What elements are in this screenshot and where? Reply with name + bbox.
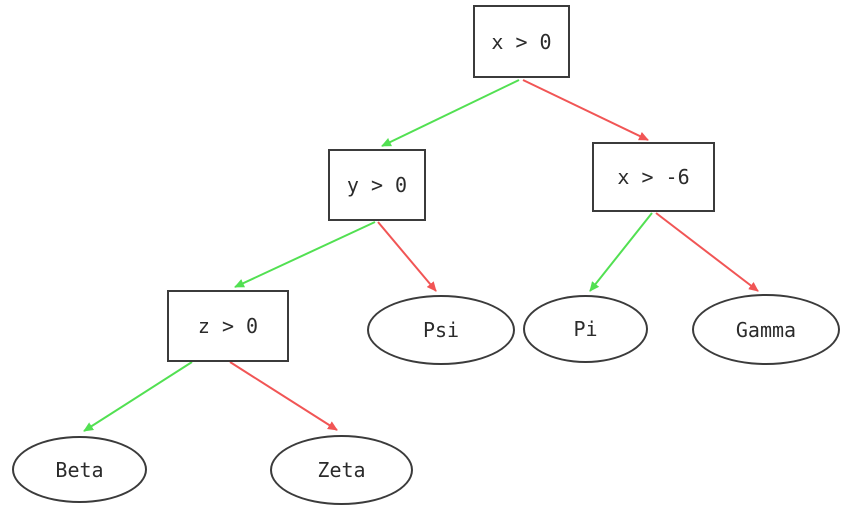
leaf-node-gamma: Gamma xyxy=(692,294,840,365)
edge-xneg6-to-pi-true xyxy=(589,212,653,292)
edge-y0-to-psi-false xyxy=(377,221,437,292)
edge-root-to-y0-true xyxy=(381,79,520,147)
decision-node-z-gt-0: z > 0 xyxy=(167,290,289,362)
leaf-node-beta: Beta xyxy=(12,436,147,503)
leaf-node-pi: Pi xyxy=(523,295,648,363)
decision-node-z-gt-0-label: z > 0 xyxy=(197,314,259,338)
leaf-node-beta-label: Beta xyxy=(55,457,104,482)
leaf-node-psi: Psi xyxy=(367,295,515,365)
decision-node-x-gt-0-label: x > 0 xyxy=(491,29,552,54)
decision-node-x-gt-neg6: x > -6 xyxy=(592,142,715,212)
leaf-node-pi-label: Pi xyxy=(573,317,598,341)
edge-y0-to-z0-true xyxy=(234,221,376,288)
decision-node-y-gt-0-label: y > 0 xyxy=(346,173,408,197)
decision-node-y-gt-0: y > 0 xyxy=(328,149,426,221)
edge-root-to-xneg6-false xyxy=(522,79,649,141)
edge-xneg6-to-gamma-false xyxy=(655,212,759,292)
leaf-node-gamma-label: Gamma xyxy=(735,317,797,342)
leaf-node-zeta-label: Zeta xyxy=(317,458,366,482)
leaf-node-psi-label: Psi xyxy=(422,318,460,342)
edge-z0-to-beta-true xyxy=(83,361,193,432)
edge-z0-to-zeta-false xyxy=(229,361,338,431)
decision-node-x-gt-0: x > 0 xyxy=(473,5,570,78)
decision-node-x-gt-neg6-label: x > -6 xyxy=(617,165,690,189)
leaf-node-zeta: Zeta xyxy=(270,435,413,505)
